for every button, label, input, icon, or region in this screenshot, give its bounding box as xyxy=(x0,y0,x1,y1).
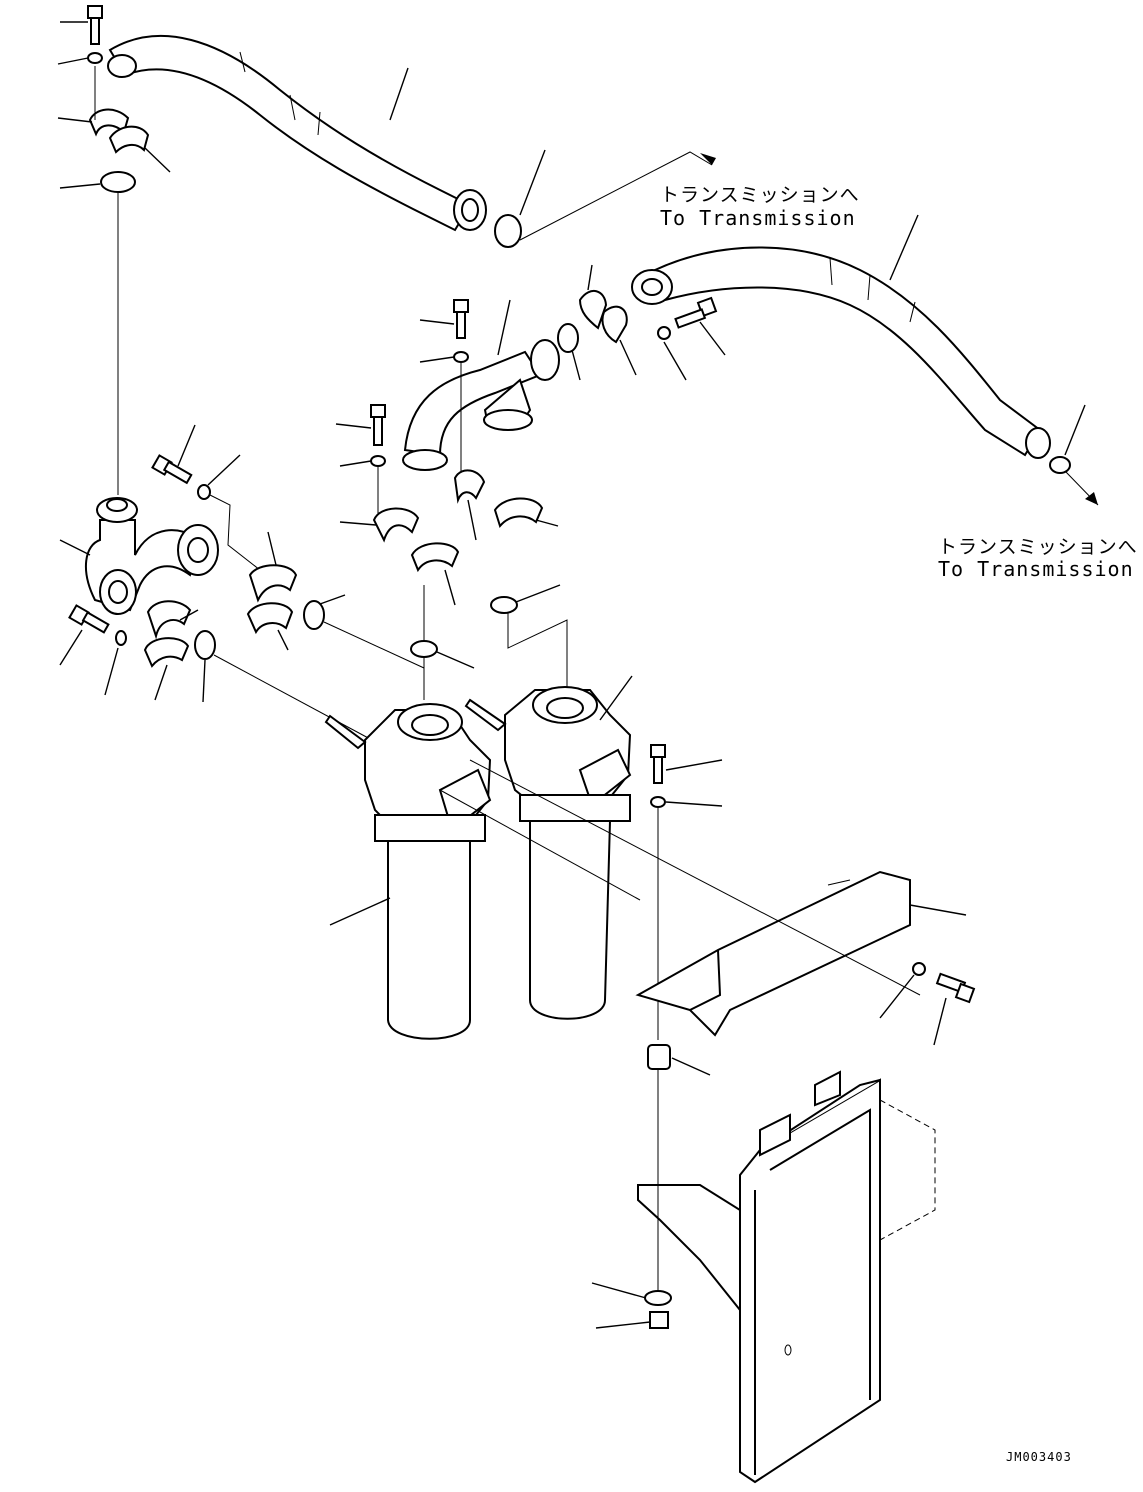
to-transmission-label-en-1: To Transmission xyxy=(660,206,856,230)
bolt-bracket-side xyxy=(879,962,976,1046)
o-rings-left xyxy=(194,594,425,741)
leader-to-transmission-1 xyxy=(494,149,716,248)
hose-upper-right xyxy=(631,214,1051,459)
washer-upper-right xyxy=(657,326,687,381)
clamps-center xyxy=(339,469,559,606)
bolt-top-left xyxy=(60,5,103,45)
elbow-pipe-center xyxy=(402,299,560,471)
leader-to-transmission-2 xyxy=(1049,404,1099,506)
drawing-code: JM003403 xyxy=(1006,1450,1072,1464)
filter-right xyxy=(464,675,633,1020)
to-transmission-label-jp-1: トランスミッションへ xyxy=(660,184,860,206)
filter-left xyxy=(324,703,492,1040)
o-ring-top-left xyxy=(59,66,136,495)
clamp-top-left xyxy=(57,108,171,173)
o-ring-upper-right xyxy=(557,323,581,381)
bolt-left-lower xyxy=(59,604,127,696)
rubber-mount xyxy=(647,1044,711,1076)
washer-top-left xyxy=(57,52,103,65)
clamps-left xyxy=(143,531,298,701)
bolt-upper-right xyxy=(674,296,726,356)
clamp-upper-right xyxy=(578,264,637,376)
washer-nut-bottom xyxy=(591,1070,672,1329)
to-transmission-label-en-2: To Transmission xyxy=(938,557,1134,581)
bolt-center-left xyxy=(335,404,386,520)
elbow-left xyxy=(59,497,219,615)
to-transmission-label-jp-2: トランスミッションへ xyxy=(938,536,1138,558)
hose-upper-left xyxy=(107,34,487,232)
bolt-center-top xyxy=(419,299,469,480)
o-rings-center xyxy=(410,584,568,700)
mounting-bracket xyxy=(439,759,967,1037)
frame-panel xyxy=(637,1070,936,1484)
bolt-left-upper xyxy=(151,424,261,571)
